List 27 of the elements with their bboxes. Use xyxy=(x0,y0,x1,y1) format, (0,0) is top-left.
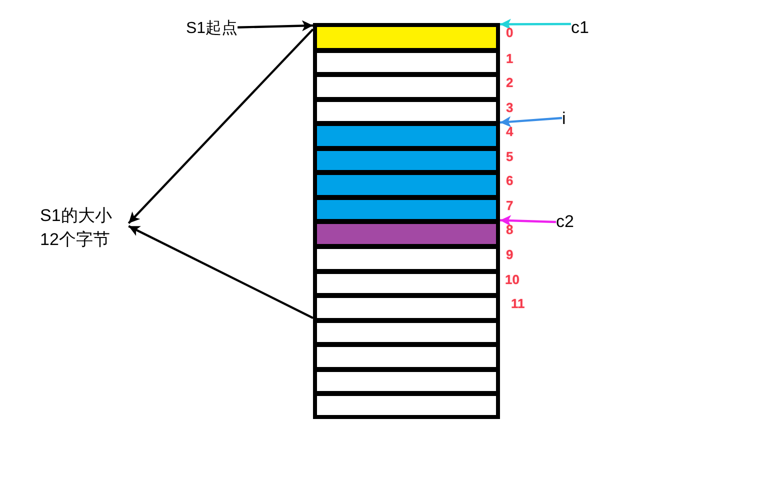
index-number: 6 xyxy=(506,174,514,188)
memory-cell xyxy=(313,318,500,342)
text-label: S1起点 xyxy=(186,19,238,39)
arrow xyxy=(500,215,556,226)
index-number: 3 xyxy=(506,101,514,115)
text-label: c2 xyxy=(556,212,574,232)
memory-cell xyxy=(313,391,500,419)
text-label: i xyxy=(562,109,566,129)
arrow xyxy=(238,20,314,32)
index-number: 4 xyxy=(506,125,514,139)
index-number: 0 xyxy=(506,26,514,40)
index-number: 5 xyxy=(506,150,514,164)
arrow xyxy=(128,225,314,319)
index-number: 11 xyxy=(511,297,525,311)
index-number: 9 xyxy=(506,248,514,262)
arrow xyxy=(500,18,571,30)
index-number: 8 xyxy=(506,223,514,237)
index-number: 2 xyxy=(506,76,514,90)
text-label: S1的大小12个字节 xyxy=(40,204,129,252)
arrow xyxy=(128,28,314,224)
index-number: 1 xyxy=(506,52,514,66)
memory-cell xyxy=(313,367,500,391)
text-label: c1 xyxy=(571,18,589,38)
index-number: 10 xyxy=(505,273,520,287)
arrow xyxy=(500,116,562,128)
index-number: 7 xyxy=(506,199,514,213)
memory-cell xyxy=(313,342,500,367)
